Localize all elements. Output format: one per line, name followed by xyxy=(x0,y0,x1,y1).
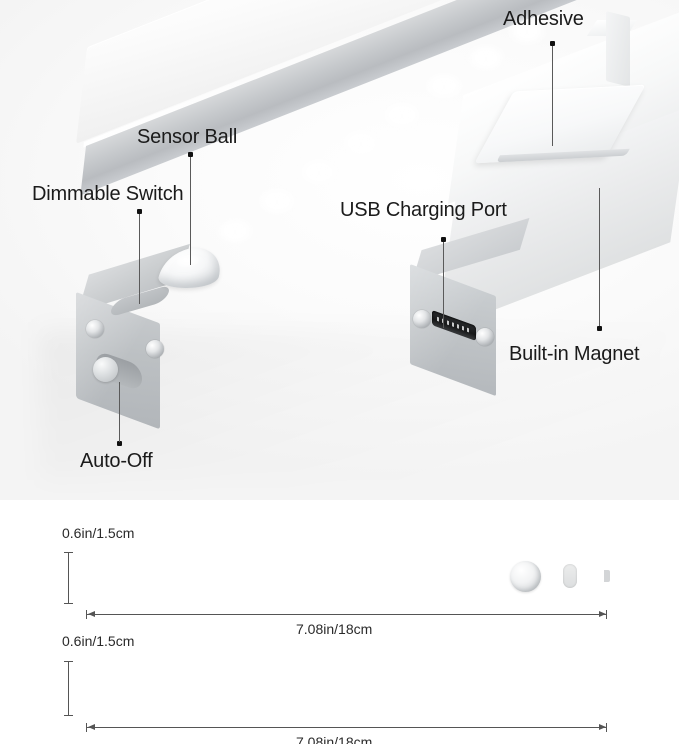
dim-length-tick-left-view1 xyxy=(86,610,87,619)
dim-height-label-view2: 0.6in/1.5cm xyxy=(62,633,135,649)
dim-length-arrow-right-view1 xyxy=(599,610,606,617)
dim-length-line-view2 xyxy=(86,727,607,728)
callout-label-sensor-ball: Sensor Ball xyxy=(137,126,238,148)
dimension-views: 0.6in/1.5cm 7.08in/18cm 0.6in/1.5cm xyxy=(0,500,679,744)
dim-length-tick-right-view1 xyxy=(606,610,607,619)
usb-module-front-face xyxy=(410,264,496,397)
usb-module-top-face xyxy=(412,217,530,282)
callout-leader-adhesive xyxy=(552,46,553,146)
hero-render: Adhesive Sensor Ball Dimmable Switch USB… xyxy=(0,0,679,500)
screw-icon xyxy=(413,310,431,328)
mounting-bracket-top xyxy=(587,20,637,36)
callout-dot-built-in-magnet xyxy=(597,326,602,331)
dim-length-tick-right-view2 xyxy=(606,723,607,732)
led-spot xyxy=(298,157,340,187)
dim-length-arrow-left-view1 xyxy=(88,610,95,617)
callout-leader-built-in-magnet xyxy=(599,188,600,326)
callout-leader-auto-off xyxy=(119,382,120,442)
callout-leader-usb-charging-port xyxy=(443,242,444,328)
pir-sensor-ball xyxy=(156,248,226,288)
left-end-cap-face xyxy=(76,292,160,430)
dim-length-arrow-left-view2 xyxy=(88,723,95,730)
led-spot xyxy=(256,186,298,216)
dim-length-tick-left-view2 xyxy=(86,723,87,732)
left-end-cap-top xyxy=(78,243,190,312)
callout-label-built-in-magnet: Built-in Magnet xyxy=(509,343,640,365)
led-spot xyxy=(214,216,256,246)
mounting-bracket xyxy=(606,11,630,87)
dim-length-label-view1: 7.08in/18cm xyxy=(296,621,373,637)
adhesive-pad xyxy=(474,84,646,164)
callout-dot-usb-charging-port xyxy=(441,237,446,242)
dim-height-tick-bottom-view2 xyxy=(64,715,73,716)
callout-label-adhesive: Adhesive xyxy=(503,8,584,30)
callout-label-auto-off: Auto-Off xyxy=(80,450,153,472)
front-view-dimmable-switch xyxy=(563,564,577,588)
screw-icon xyxy=(476,328,494,346)
dim-height-tick-top-view1 xyxy=(64,552,73,553)
callout-dot-sensor-ball xyxy=(188,152,193,157)
adhesive-pad-edge xyxy=(496,148,630,163)
led-spot xyxy=(465,43,507,73)
dim-height-tick-top-view2 xyxy=(64,661,73,662)
callout-label-dimmable-switch: Dimmable Switch xyxy=(32,183,184,205)
dim-length-line-view1 xyxy=(86,614,607,615)
callout-leader-dimmable-switch xyxy=(139,214,140,304)
dim-length-label-view2: 7.08in/18cm xyxy=(296,734,373,744)
dim-height-label-view1: 0.6in/1.5cm xyxy=(62,525,135,541)
callout-dot-auto-off xyxy=(117,441,122,446)
front-view-side-nub xyxy=(604,570,610,582)
led-spot xyxy=(423,71,465,101)
led-bar-assembly xyxy=(0,0,679,500)
dimmable-switch-pad[interactable] xyxy=(108,284,172,318)
auto-off-switch-knob[interactable] xyxy=(93,357,118,382)
rear-body-top-face xyxy=(448,5,679,204)
callout-dot-dimmable-switch xyxy=(137,209,142,214)
screw-icon xyxy=(86,320,104,338)
dim-height-line-view2 xyxy=(68,661,69,715)
callout-dot-adhesive xyxy=(550,41,555,46)
dim-length-arrow-right-view2 xyxy=(599,723,606,730)
led-spot xyxy=(340,128,382,158)
dim-height-tick-bottom-view1 xyxy=(64,603,73,604)
callout-label-usb-charging-port: USB Charging Port xyxy=(340,199,507,221)
led-spot xyxy=(381,100,423,130)
screw-icon xyxy=(146,340,164,358)
dim-height-line-view1 xyxy=(68,552,69,603)
front-view-sensor-ball xyxy=(510,561,541,592)
micro-usb-port xyxy=(432,309,476,342)
callout-leader-sensor-ball xyxy=(190,157,191,265)
